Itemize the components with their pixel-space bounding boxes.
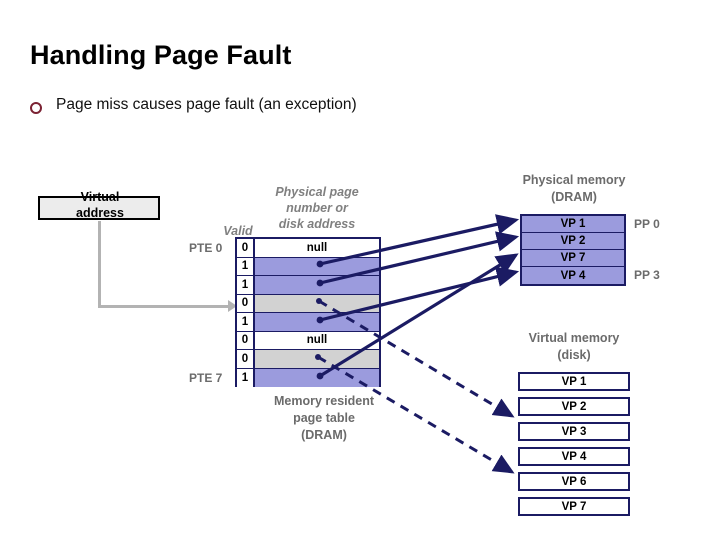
- page-table: 0 null 1 1 0 1 0 null 0 1: [235, 237, 381, 387]
- page-table-caption-line3: (DRAM): [301, 428, 347, 442]
- page-table-caption-line1: Memory resident: [273, 394, 375, 408]
- physical-page-label-last: PP 3: [634, 268, 660, 282]
- page-table-valid-bit: 0: [237, 350, 255, 368]
- physical-memory-caption-line2: (DRAM): [551, 190, 597, 204]
- page-table-entry-value: [255, 313, 379, 331]
- pte-first-label: PTE 0: [189, 241, 223, 255]
- page-table-valid-bit: 1: [237, 313, 255, 331]
- bullet-item: Page miss causes page fault (an exceptio…: [30, 96, 357, 114]
- page-table-row[interactable]: 0: [237, 294, 379, 313]
- physical-memory-row[interactable]: VP 7: [522, 250, 624, 267]
- page-table-header-ppn-line2: number or: [286, 201, 348, 215]
- physical-memory-row[interactable]: VP 2: [522, 233, 624, 250]
- page-table-header-ppn: Physical page number or disk address: [258, 184, 376, 232]
- virtual-address-label: Virtual address: [40, 189, 160, 221]
- page-table-header-ppn-line1: Physical page: [275, 185, 359, 199]
- virtual-memory-caption: Virtual memory (disk): [498, 330, 650, 364]
- page-table-row[interactable]: 1: [237, 313, 379, 332]
- physical-memory-caption-line1: Physical memory: [522, 173, 626, 187]
- page-table-valid-bit: 1: [237, 368, 255, 387]
- pte-last-label: PTE 7: [189, 371, 223, 385]
- page-table-row[interactable]: 1: [237, 276, 379, 295]
- physical-memory-caption: Physical memory (DRAM): [498, 172, 650, 206]
- page-table-entry-value: [255, 368, 379, 387]
- physical-memory-row[interactable]: VP 1: [522, 216, 624, 233]
- virtual-memory-list: VP 1 VP 2 VP 3 VP 4 VP 6 VP 7: [518, 372, 630, 522]
- virtual-memory-row[interactable]: VP 7: [518, 497, 630, 516]
- physical-page-label-first: PP 0: [634, 217, 660, 231]
- virtual-address-label-line2: address: [76, 206, 124, 220]
- virtual-memory-caption-line1: Virtual memory: [528, 331, 620, 345]
- page-table-valid-bit: 1: [237, 257, 255, 275]
- page-table-row[interactable]: 0 null: [237, 331, 379, 350]
- virtual-memory-row[interactable]: VP 6: [518, 472, 630, 491]
- page-table-valid-bit: 0: [237, 239, 255, 257]
- page-table-entry-value: null: [255, 331, 379, 349]
- virtual-memory-row[interactable]: VP 3: [518, 422, 630, 441]
- page-table-valid-bit: 0: [237, 331, 255, 349]
- page-table-valid-bit: 1: [237, 276, 255, 294]
- bullet-text: Page miss causes page fault (an exceptio…: [56, 96, 357, 113]
- virtual-address-connector-vertical: [98, 221, 101, 308]
- page-table-row[interactable]: 1: [237, 368, 379, 387]
- physical-memory-box: VP 1 VP 2 VP 7 VP 4: [520, 214, 626, 286]
- virtual-address-box: [38, 196, 160, 220]
- circle-bullet-icon: [30, 102, 42, 114]
- page-table-row[interactable]: 0: [237, 350, 379, 369]
- physical-memory-row[interactable]: VP 4: [522, 267, 624, 284]
- virtual-memory-row[interactable]: VP 1: [518, 372, 630, 391]
- page-table-header-ppn-line3: disk address: [278, 217, 356, 231]
- page-table-entry-value: [255, 257, 379, 275]
- page-table-entry-value: [255, 350, 379, 368]
- virtual-memory-row[interactable]: VP 4: [518, 447, 630, 466]
- virtual-address-arrowhead-icon: [228, 300, 237, 312]
- page-table-caption-line2: page table: [293, 411, 355, 425]
- page-table-caption: Memory resident page table (DRAM): [243, 393, 405, 444]
- page-table-entry-value: null: [255, 239, 379, 257]
- virtual-memory-row[interactable]: VP 2: [518, 397, 630, 416]
- page-table-valid-bit: 0: [237, 294, 255, 312]
- virtual-memory-caption-line2: (disk): [557, 348, 591, 362]
- page-table-entry-value: [255, 294, 379, 312]
- page-table-entry-value: [255, 276, 379, 294]
- virtual-address-label-line1: Virtual: [80, 190, 120, 204]
- virtual-address-connector-horizontal: [98, 305, 232, 308]
- page-title: Handling Page Fault: [30, 40, 292, 70]
- page-table-row[interactable]: 0 null: [237, 239, 379, 258]
- page-table-row[interactable]: 1: [237, 257, 379, 276]
- page-table-header-valid: Valid: [223, 224, 253, 238]
